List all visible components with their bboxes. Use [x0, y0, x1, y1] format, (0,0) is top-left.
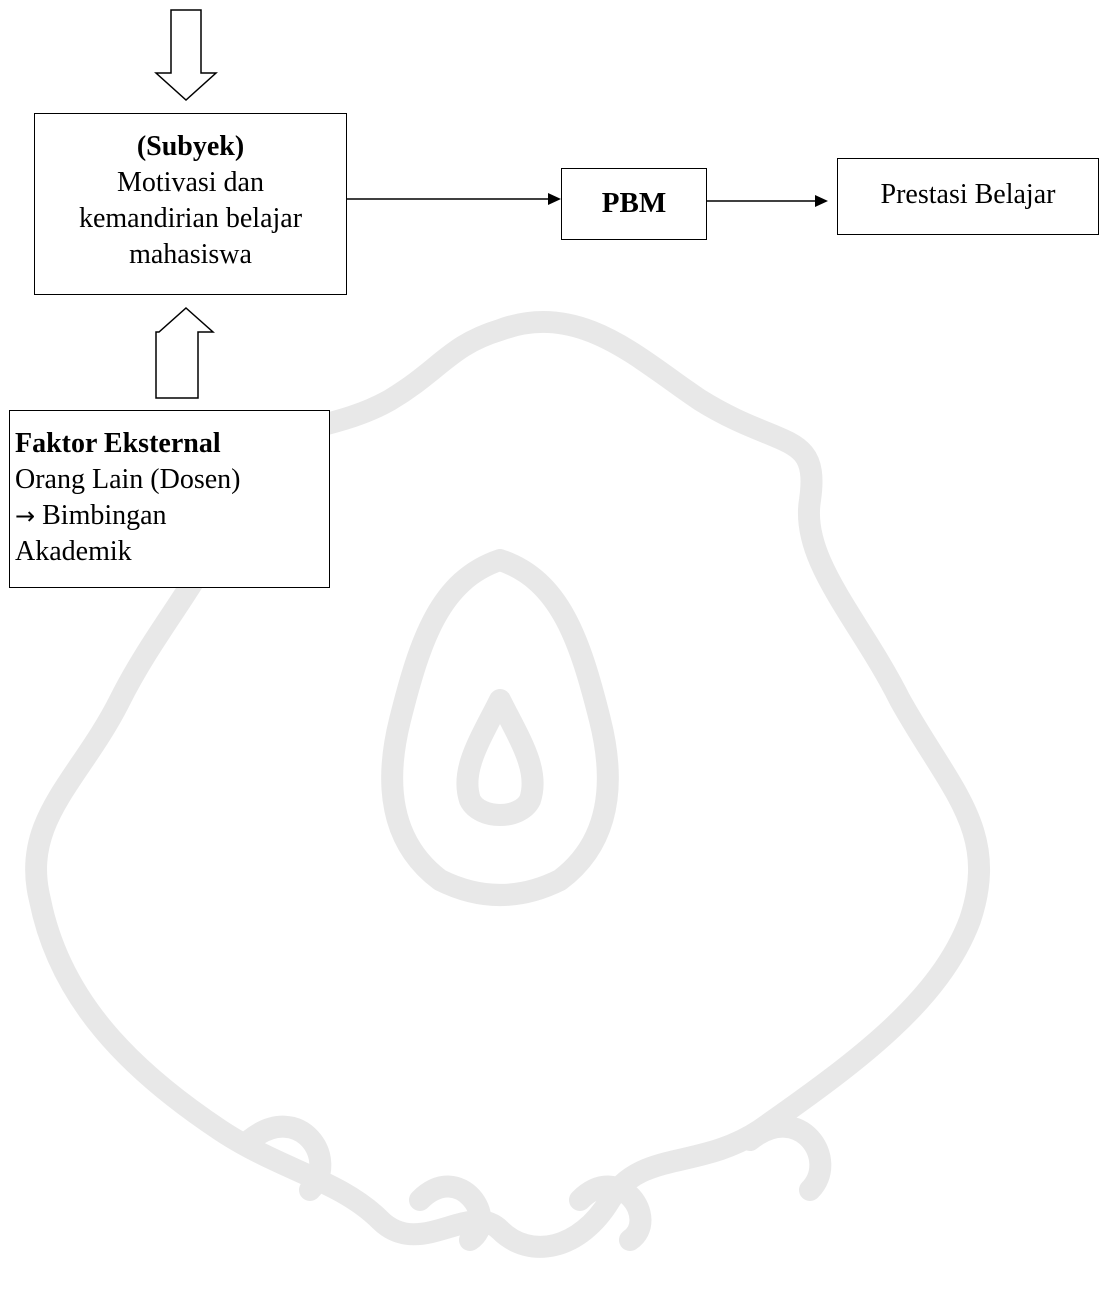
- external-factor-line-1: Orang Lain (Dosen): [15, 464, 241, 495]
- arrow-subject-to-pbm-head: [548, 193, 561, 205]
- seal-bottom-loops: [239, 1115, 832, 1251]
- subject-line-1: Motivasi dan: [117, 167, 264, 198]
- external-factor-line-2: Bimbingan: [42, 500, 167, 531]
- subject-node: (Subyek) Motivasi dan kemandirian belaja…: [34, 113, 347, 295]
- subject-line-3: mahasiswa: [129, 239, 252, 270]
- external-arrow-up: [155, 306, 215, 399]
- external-factor-line-3: Akademik: [15, 536, 132, 567]
- subject-title: (Subyek): [136, 131, 245, 162]
- seal-drop: [456, 689, 544, 826]
- arrow-pbm-to-outcome-head: [815, 195, 828, 207]
- subject-line-2: kemandirian belajar: [78, 203, 303, 234]
- external-factor-node: Faktor Eksternal Orang Lain (Dosen) → Bi…: [9, 410, 330, 588]
- outcome-label: Prestasi Belajar: [880, 179, 1056, 210]
- external-factor-line-2-wrap: → Bimbingan: [15, 498, 329, 534]
- right-arrow-icon: →: [15, 502, 36, 530]
- outcome-node: Prestasi Belajar: [837, 158, 1099, 235]
- process-node-pbm: PBM: [561, 168, 707, 240]
- input-arrow-down: [154, 9, 218, 102]
- seal-inner-tree: [381, 549, 619, 906]
- external-factor-title: Faktor Eksternal: [15, 428, 221, 459]
- process-label: PBM: [601, 187, 667, 219]
